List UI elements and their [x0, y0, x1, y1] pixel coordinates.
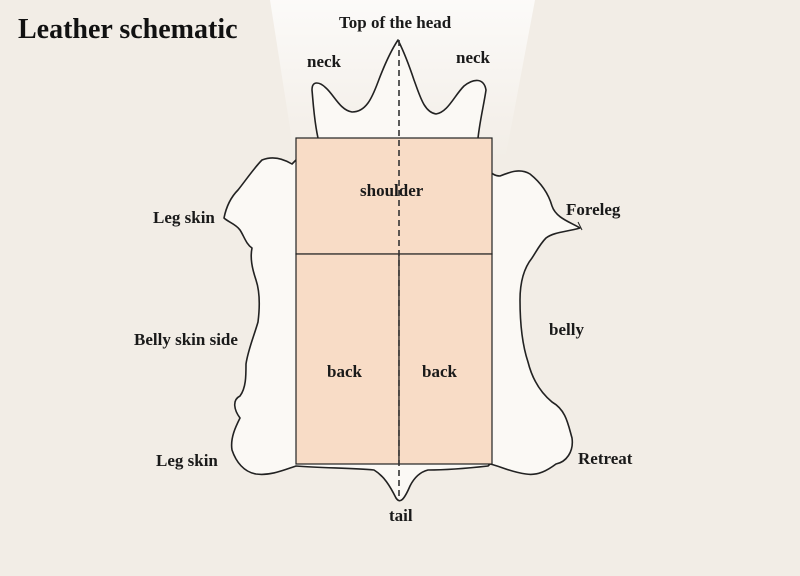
region-back-right: back [422, 362, 457, 381]
shoulder-panel [295, 137, 493, 255]
label-belly-skin-side: Belly skin side [134, 330, 238, 349]
label-tail: tail [389, 506, 413, 525]
label-foreleg: Foreleg [566, 200, 621, 219]
label-top-of-head: Top of the head [339, 13, 452, 32]
foreleg-tick [577, 221, 583, 231]
label-neck-right: neck [456, 48, 490, 67]
back-panel-right [398, 253, 493, 465]
label-leg-skin-upper: Leg skin [153, 208, 215, 227]
label-neck-left: neck [307, 52, 341, 71]
back-panel-left [295, 253, 400, 465]
region-back-left: back [327, 362, 362, 381]
label-retreat: Retreat [578, 449, 633, 468]
label-leg-skin-lower: Leg skin [156, 451, 218, 470]
diagram-title: Leather schematic [18, 14, 238, 45]
region-shoulder: shoulder [360, 181, 424, 200]
label-belly: belly [549, 320, 584, 339]
